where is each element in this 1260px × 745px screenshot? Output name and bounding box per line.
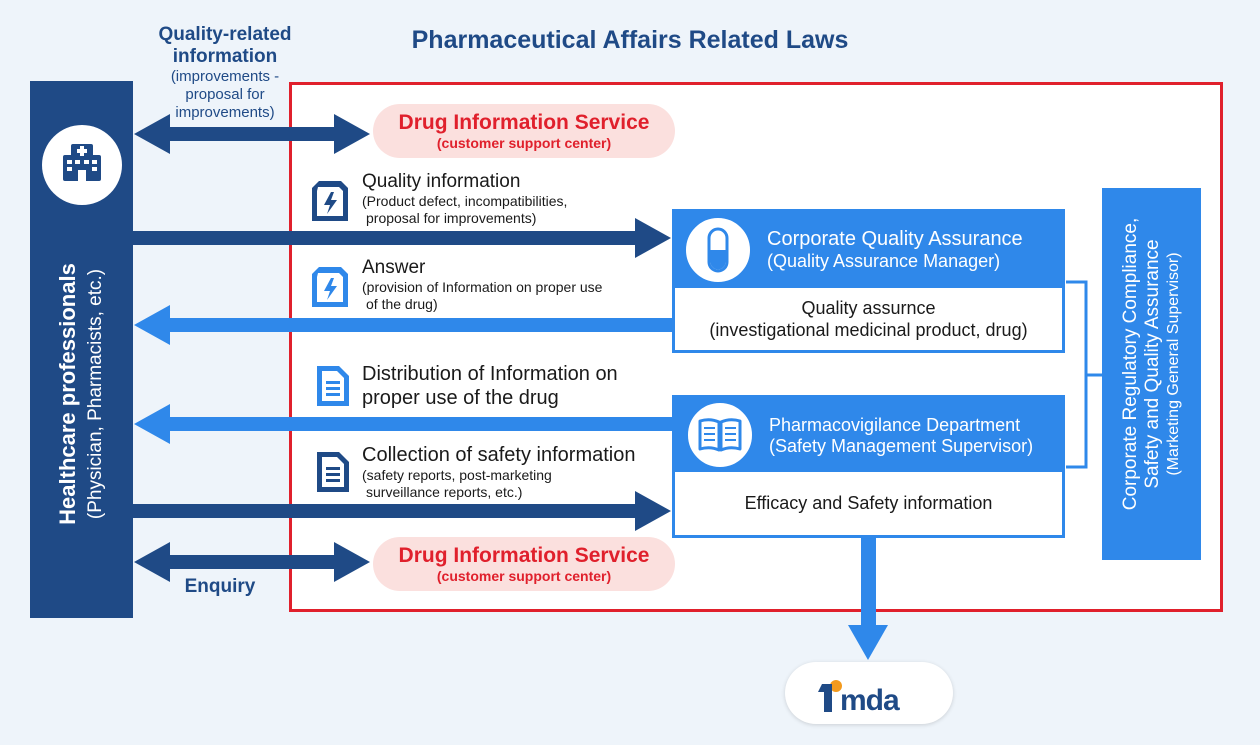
double-arrow-top [134,114,370,154]
compliance-line3: (Marketing General Supervisor) [1165,252,1182,476]
quality-info-detail2: proposal for improvements) [366,210,537,226]
pv-role: (Safety Management Supervisor) [769,436,1034,456]
compliance-panel [1102,188,1201,560]
quality-info-detail1: (Product defect, incompatibilities, [362,193,568,209]
qa-role: (Quality Assurance Manager) [767,251,1001,271]
quality-related-line1: Quality-related [158,24,292,45]
collection-detail2: surveillance reports, etc.) [366,484,523,500]
lightning-box-icon [310,265,350,309]
quality-related-detail2: proposal for [185,86,265,103]
qa-body-line2: (investigational medicinal product, drug… [709,320,1028,340]
distribution-line2: proper use of the drug [362,387,559,409]
double-arrow-bottom [134,542,370,582]
collection-label: Collection of safety information (safety… [362,443,635,501]
answer-detail2: of the drug) [366,296,438,312]
quality-related-detail3: improvements) [175,104,275,121]
document-icon [313,364,353,408]
arrow-collection [133,491,671,531]
pv-header: Pharmacovigilance Department (Safety Man… [675,398,1062,472]
document-icon [313,450,353,494]
drug-information-service-top: Drug Information Service (customer suppo… [373,104,675,158]
pmda-logo: mda [810,672,930,717]
quality-info-title: Quality information [362,171,521,192]
answer-label: Answer (provision of Information on prop… [362,257,602,313]
dis-bottom-name: Drug Information Service [398,544,650,567]
hcp-title: Healthcare professionals [55,263,80,525]
collection-title: Collection of safety information [362,444,636,466]
pv-name: Pharmacovigilance Department [769,415,1021,435]
arrow-to-pmda [848,538,888,660]
quality-related-line2: information [172,46,278,67]
book-icon [685,400,755,470]
dis-top-name: Drug Information Service [398,111,650,134]
bracket-connector [1066,280,1102,469]
arrow-distribution [134,404,675,444]
drug-information-service-bottom: Drug Information Service (customer suppo… [373,537,675,591]
capsule-icon [683,215,753,285]
distribution-line1: Distribution of Information on [362,363,618,385]
compliance-line1: Corporate Regulatory Compliance, [1120,217,1141,511]
quality-related-label: Quality-related information (improvement… [120,24,330,122]
arrow-quality-info [133,218,671,258]
distribution-label: Distribution of Information on proper us… [362,362,618,410]
compliance-line2: Safety and Quality Assurance [1142,239,1163,489]
pv-body: Efficacy and Safety information [744,493,993,513]
qa-body-line1: Quality assurnce [801,298,936,318]
lightning-box-icon [310,179,350,223]
collection-detail1: (safety reports, post-marketing [362,467,552,483]
svg-text:mda: mda [840,684,900,716]
pharmacovigilance-department-box: Pharmacovigilance Department (Safety Man… [672,395,1065,538]
arrow-answer [134,305,675,345]
qa-header: Corporate Quality Assurance (Quality Ass… [675,212,1062,288]
answer-detail1: (provision of Information on proper use [362,279,603,295]
corporate-quality-assurance-box: Corporate Quality Assurance (Quality Ass… [672,209,1065,353]
hcp-subtitle: (Physician, Pharmacists, etc.) [85,268,106,520]
quality-information-label: Quality information (Product defect, inc… [362,171,567,227]
answer-title: Answer [362,257,426,278]
hospital-icon [42,125,122,205]
dis-top-sub: (customer support center) [436,135,612,151]
quality-related-detail1: (improvements - [170,68,280,85]
qa-name: Corporate Quality Assurance [767,228,1023,250]
enquiry-label: Enquiry [184,576,256,597]
diagram-title: Pharmaceutical Affairs Related Laws [411,26,849,54]
pmda-badge [785,662,953,724]
dis-bottom-sub: (customer support center) [436,568,612,584]
